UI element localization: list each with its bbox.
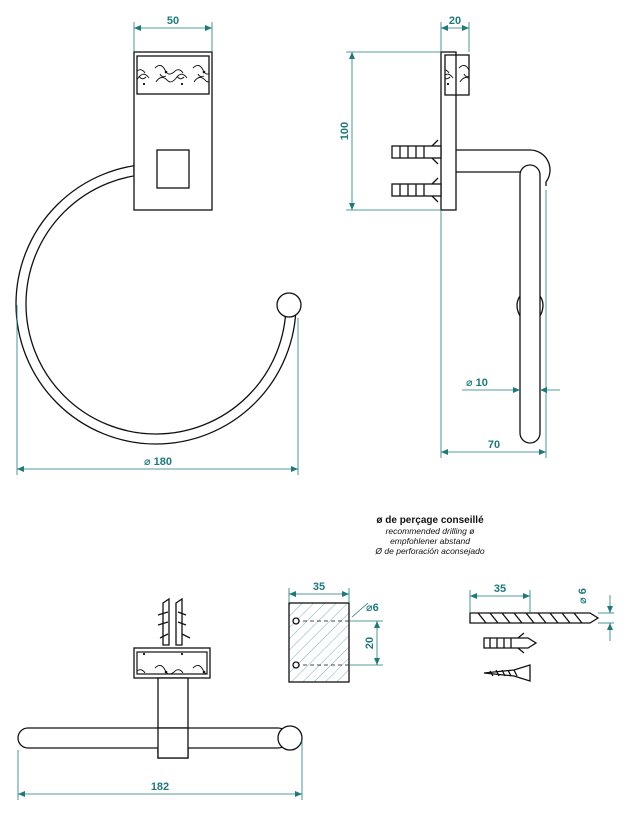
drilling-note-title: ø de perçage conseillé [376, 515, 484, 526]
drill-bit [469, 612, 600, 624]
dim-side-projection: 70 [440, 190, 547, 458]
top-end-knob [277, 725, 303, 751]
dim-label-bar-diameter: ⌀ 10 [466, 377, 488, 389]
top-ornament [136, 651, 208, 675]
wall-anchors-top [157, 597, 191, 646]
dim-front-width: 50 [133, 15, 213, 52]
towel-ring [15, 163, 297, 445]
dim-label-front-width: 50 [167, 15, 179, 27]
side-view: 20 100 ⌀ 10 70 [339, 15, 560, 458]
top-bar [17, 727, 289, 749]
arm-hub [156, 149, 190, 189]
mounting-plate-section: 35 20 ⌀6 [288, 581, 383, 683]
plate-section [288, 602, 350, 683]
dim-top-length: 182 [17, 740, 303, 800]
dim-label-hole-spacing: 20 [364, 637, 376, 649]
hardware-detail: 35 ⌀ 6 [469, 583, 614, 682]
dim-bar-diameter: ⌀ 10 [462, 377, 560, 393]
top-bar-joint [157, 727, 189, 759]
dim-hole-diameter: ⌀6 [351, 602, 379, 618]
wall-anchors-side [391, 139, 442, 203]
dim-label-ring-diameter: ⌀ 180 [144, 456, 172, 468]
dim-label-side-projection: 70 [488, 439, 500, 451]
dim-label-drill-length: 35 [494, 583, 506, 595]
drilling-note-de: empfohlener abstand [390, 536, 470, 546]
dim-side-height: 100 [339, 51, 441, 211]
dim-ring-diameter: ⌀ 180 [16, 305, 299, 475]
drilling-note-es: Ø de perforación aconsejado [374, 546, 484, 556]
top-view: 182 [17, 597, 303, 800]
dim-label-hole-diameter: ⌀6 [366, 602, 379, 614]
dim-drill-length: 35 [469, 583, 531, 613]
dim-label-side-height: 100 [339, 122, 351, 140]
dim-label-drill-diameter: ⌀ 6 [577, 588, 589, 604]
dim-side-depth: 20 [440, 15, 470, 52]
wall-plug [483, 632, 538, 654]
wood-screw [483, 664, 531, 682]
dim-label-plate-width: 35 [313, 581, 325, 593]
side-arm [456, 149, 551, 186]
dim-drill-diameter: ⌀ 6 [577, 588, 614, 641]
end-knob [276, 292, 302, 318]
front-view: 50 ⌀ 180 [15, 15, 302, 475]
dim-plate-width: 35 [288, 581, 350, 603]
ornament-panel [136, 55, 210, 95]
ring-bump [516, 295, 544, 317]
ring-section [519, 164, 541, 444]
drilling-note: ø de perçage conseillé recommended drill… [374, 515, 484, 556]
side-ornament [444, 54, 470, 96]
dim-hole-spacing: 20 [349, 620, 383, 666]
drilling-note-en: recommended drilling ø [386, 526, 475, 536]
dim-label-top-length: 182 [151, 781, 169, 793]
dim-label-side-depth: 20 [449, 15, 461, 27]
